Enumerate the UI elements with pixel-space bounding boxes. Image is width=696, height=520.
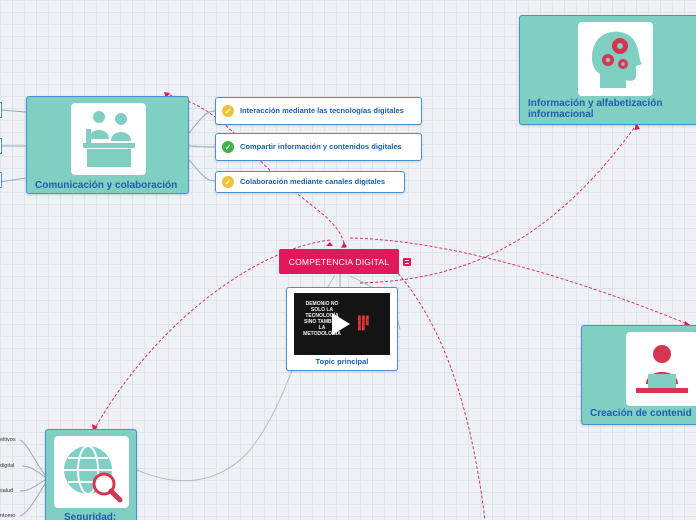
topic-title: Comunicación y colaboración — [35, 180, 178, 191]
video-node[interactable]: DEMONIO NO SOLO LA TECNOLOGÍA SINO TAMBI… — [286, 287, 398, 371]
relation-line — [349, 237, 691, 326]
progress-half-icon: ✓ — [222, 105, 234, 117]
relation-line — [359, 123, 638, 284]
topic-comunicacion[interactable]: Comunicación y colaboración — [26, 96, 189, 194]
connector-line — [0, 109, 27, 113]
notes-icon[interactable] — [403, 258, 411, 266]
globe-search-icon — [54, 436, 129, 508]
relation-line — [394, 269, 486, 520]
subtopic-interaccion[interactable]: ✓ Interacción mediante las tecnologías d… — [215, 97, 422, 125]
subtopic-colaboracion[interactable]: ✓ Colaboración mediante canales digitale… — [215, 171, 405, 193]
topic-informacion[interactable]: Información y alfabetización informacion… — [519, 15, 696, 125]
central-topic[interactable]: COMPETENCIA DIGITAL — [279, 249, 399, 274]
leaf-item[interactable]: salud — [0, 488, 14, 494]
connector-line — [188, 159, 216, 182]
head-gears-icon — [578, 22, 653, 96]
offscreen-node[interactable] — [0, 138, 2, 154]
connector-line — [188, 110, 216, 134]
leaf-item[interactable]: digital — [0, 463, 15, 469]
topic-title: Creación de contenid — [590, 408, 692, 419]
connector-line — [19, 479, 46, 492]
progress-half-icon: ✓ — [222, 176, 234, 188]
play-icon[interactable] — [332, 313, 350, 335]
connector-line — [21, 465, 46, 478]
thumbnail-text: DEMONIO NO SOLO LA TECNOLOGÍA SINO TAMBI… — [303, 301, 341, 337]
topic-title: Información y alfabetización informacion… — [528, 98, 663, 120]
thumbnail-graphic: █ █ ██ █ ██ █ — [358, 315, 369, 330]
connector-line — [19, 483, 46, 517]
leaf-item[interactable]: eltivos — [0, 437, 16, 443]
topic-title: Seguridad: — [64, 512, 117, 520]
relation-line — [165, 93, 346, 249]
topic-seguridad[interactable]: Seguridad: — [45, 429, 137, 520]
offscreen-node[interactable] — [0, 172, 2, 188]
video-caption: Topic principal — [315, 357, 369, 366]
subtopic-label: Interacción mediante las tecnologías dig… — [240, 106, 404, 115]
connector-line — [19, 439, 46, 476]
check-done-icon: ✓ — [222, 141, 234, 153]
video-thumbnail[interactable]: DEMONIO NO SOLO LA TECNOLOGÍA SINO TAMBI… — [294, 293, 390, 355]
offscreen-node[interactable] — [0, 102, 2, 118]
person-laptop-icon — [626, 332, 696, 406]
connector-line — [0, 177, 27, 183]
relation-line — [93, 239, 331, 431]
leaf-item[interactable]: ntomo — [0, 513, 16, 519]
subtopic-label: Colaboración mediante canales digitales — [240, 177, 386, 186]
connector-line — [188, 145, 216, 148]
meeting-people-icon — [71, 103, 146, 175]
subtopic-compartir[interactable]: ✓ Compartir información y contenidos dig… — [215, 133, 422, 161]
topic-creacion[interactable]: Creación de contenid — [581, 325, 696, 425]
subtopic-label: Compartir información y contenidos digit… — [240, 142, 402, 151]
